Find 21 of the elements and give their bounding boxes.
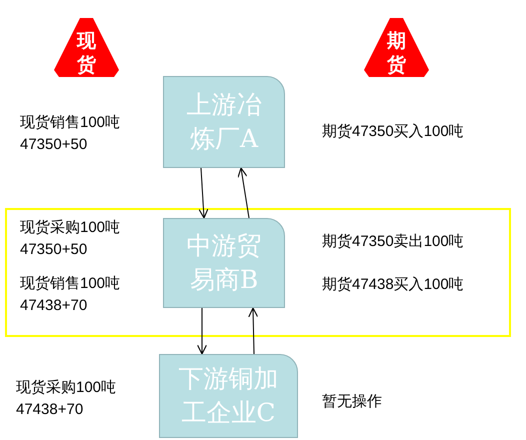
node-label: 下游铜加工企业C xyxy=(178,363,280,429)
arrow xyxy=(248,307,258,354)
arrow xyxy=(198,168,208,219)
node-label: 上游冶炼厂A xyxy=(186,89,262,155)
arrow xyxy=(196,308,208,355)
note-text: 期货47350卖出100吨 xyxy=(322,232,465,252)
node-label: 中游贸易商B xyxy=(186,230,262,296)
arrow xyxy=(237,167,250,218)
triangle-label: 期货 xyxy=(386,28,406,76)
note-text: 期货47438买入100吨 xyxy=(322,275,465,295)
note-text: 现货采购100吨 47350+50 xyxy=(20,218,122,260)
process-box xyxy=(163,218,285,308)
process-box xyxy=(163,76,285,168)
triangle-label: 现货 xyxy=(76,28,96,76)
note-text: 现货采购100吨 47438+70 xyxy=(16,378,118,420)
note-text: 现货销售100吨 47438+70 xyxy=(20,274,122,316)
note-text: 期货47350买入100吨 xyxy=(322,122,465,142)
process-box xyxy=(159,354,298,438)
highlight-frame xyxy=(5,208,511,337)
note-text: 现货销售100吨 47350+50 xyxy=(20,113,122,155)
note-text: 暂无操作 xyxy=(322,392,383,412)
